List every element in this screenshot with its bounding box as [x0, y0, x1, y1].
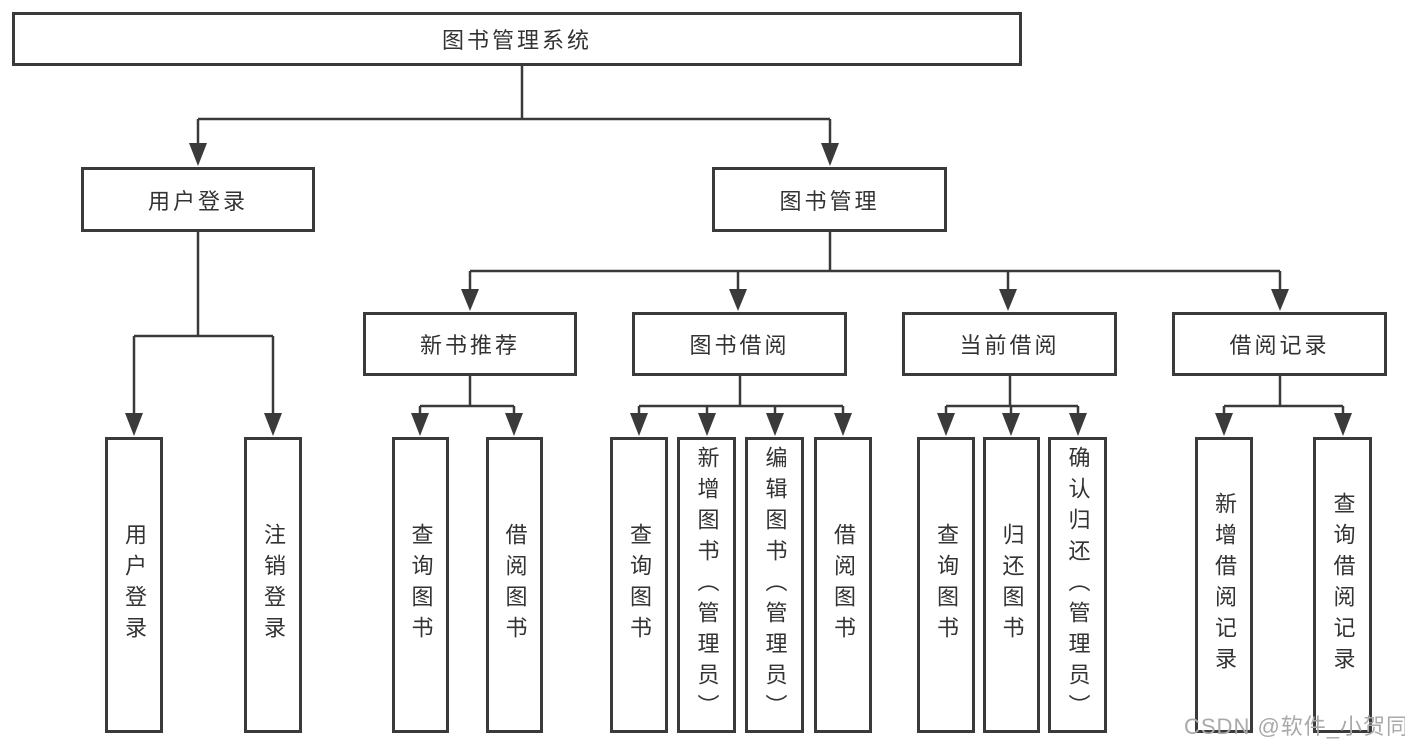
arrowhead-leaf-b0	[411, 413, 429, 436]
leaf-current-confirm-return-admin: 确认归还（管理员）	[1048, 437, 1107, 733]
leaf-recommend-query-books: 查询图书	[392, 437, 449, 733]
leaf-current-return-books: 归还图书	[983, 437, 1040, 733]
arrowhead-leaf-d1	[1002, 413, 1020, 436]
arrowhead-leaf-d0	[937, 413, 955, 436]
leaf-recommend-query-books-label: 查询图书	[408, 523, 434, 647]
leaf-records-add-record-label: 新增借阅记录	[1212, 492, 1237, 678]
edge-level2-shafts	[196, 119, 832, 145]
node-book-borrow: 图书借阅	[632, 312, 847, 376]
leaf-current-return-books-label: 归还图书	[999, 523, 1025, 647]
node-borrow-records: 借阅记录	[1172, 312, 1387, 376]
node-user-login: 用户登录	[81, 167, 315, 232]
arrowhead-leaf-c0	[630, 413, 648, 436]
node-book-borrow-label: 图书借阅	[689, 333, 790, 358]
node-root: 图书管理系统	[12, 12, 1022, 66]
leaf-borrow-edit-books-admin: 编辑图书（管理员）	[745, 437, 804, 733]
arrowhead-leaf-c2	[766, 413, 784, 436]
edge-records-group	[1222, 376, 1345, 415]
arrowhead-book-mgmt	[821, 143, 839, 166]
arrowhead-leaf-logout	[264, 413, 282, 436]
leaf-borrow-borrow-books-label: 借阅图书	[831, 523, 856, 647]
arrowhead-leaf-e1	[1334, 413, 1352, 436]
arrowhead-user-login	[189, 143, 207, 166]
leaf-current-query-books-label: 查询图书	[934, 523, 959, 647]
arrowhead-leaf-c3	[834, 413, 852, 436]
node-root-label: 图书管理系统	[441, 28, 592, 53]
node-user-login-label: 用户登录	[147, 188, 248, 214]
node-current-borrow: 当前借阅	[902, 312, 1117, 376]
arrowhead-recommend	[461, 289, 479, 311]
arrowhead-borrow	[729, 289, 747, 311]
leaf-borrow-add-books-admin-label: 新增图书（管理员）	[694, 445, 720, 725]
arrowhead-leaf-c1	[698, 413, 716, 436]
arrowhead-records	[1271, 289, 1289, 311]
leaf-records-query-record: 查询借阅记录	[1313, 437, 1372, 733]
node-new-book-recommend-label: 新书推荐	[419, 333, 520, 358]
node-borrow-records-label: 借阅记录	[1229, 333, 1330, 358]
node-current-borrow-label: 当前借阅	[959, 333, 1060, 358]
arrowhead-current	[999, 289, 1017, 311]
arrowhead-leaf-e0	[1215, 413, 1233, 436]
leaf-borrow-borrow-books: 借阅图书	[814, 437, 872, 733]
node-book-mgmt: 图书管理	[712, 167, 947, 232]
leaf-current-query-books: 查询图书	[917, 437, 975, 733]
edge-recommend-group	[418, 376, 516, 415]
arrowhead-leaf-d2	[1069, 413, 1087, 436]
arrowhead-leaf-login	[125, 413, 143, 436]
edge-lines	[132, 65, 1345, 415]
edge-borrow-group	[637, 376, 845, 415]
edge-root-split	[198, 65, 830, 121]
leaf-current-confirm-return-admin-label: 确认归还（管理员）	[1065, 445, 1091, 725]
node-new-book-recommend: 新书推荐	[363, 312, 577, 376]
leaf-recommend-borrow-books-label: 借阅图书	[502, 523, 528, 647]
csdn-watermark: CSDN @软件_小贺同学	[1184, 714, 1405, 739]
leaf-recommend-borrow-books: 借阅图书	[486, 437, 543, 733]
leaf-records-add-record: 新增借阅记录	[1195, 437, 1253, 733]
edge-user-login-branch	[132, 231, 275, 415]
arrowheads	[125, 143, 1352, 436]
leaf-user-login: 用户登录	[105, 437, 163, 733]
leaf-borrow-add-books-admin: 新增图书（管理员）	[677, 437, 736, 733]
leaf-records-query-record-label: 查询借阅记录	[1330, 492, 1356, 678]
leaf-user-login-label: 用户登录	[122, 523, 147, 647]
leaf-logout-label: 注销登录	[261, 523, 286, 647]
arrowhead-leaf-b1	[505, 413, 523, 436]
leaf-borrow-query-books: 查询图书	[610, 437, 668, 733]
edge-book-mgmt-branch	[468, 231, 1282, 291]
leaf-borrow-query-books-label: 查询图书	[627, 523, 652, 647]
edge-current-group	[944, 376, 1080, 415]
leaf-borrow-edit-books-admin-label: 编辑图书（管理员）	[762, 445, 788, 725]
node-book-mgmt-label: 图书管理	[779, 188, 880, 214]
leaf-logout: 注销登录	[244, 437, 302, 733]
